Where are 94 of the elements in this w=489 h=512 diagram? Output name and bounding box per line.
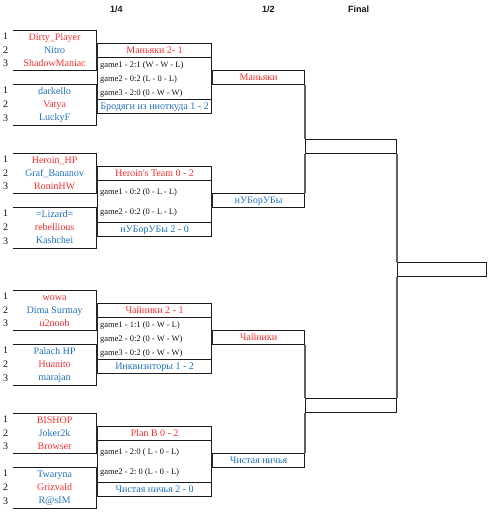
player-name: =Lizard= xyxy=(36,208,74,221)
player-name: Huanito xyxy=(38,358,71,371)
player-name: Heroin_HP xyxy=(32,154,78,166)
team-roster-box xyxy=(13,153,97,194)
player-name: Kashchei xyxy=(36,235,74,248)
seed-number: 2 xyxy=(3,482,8,494)
match-result-cell: Heroin's Team 0 - 2 xyxy=(97,166,212,181)
seed-number: 3 xyxy=(3,113,8,125)
game-score-line: game2 - 0:2 (L - 0 - L) xyxy=(100,72,177,84)
seed-number: 2 xyxy=(3,428,8,440)
seed-number: 3 xyxy=(3,441,8,454)
player-name: ShadowManiac xyxy=(23,58,86,70)
seed-number: 1 xyxy=(3,345,8,357)
bracket-line xyxy=(304,413,306,453)
bracket-line xyxy=(396,277,398,398)
match-result-cell: Чайники 2 - 1 xyxy=(97,303,212,318)
match-result-cell: Plan B 0 - 2 xyxy=(97,426,212,441)
seed-number: 3 xyxy=(3,373,8,385)
player-name: RoninHW xyxy=(34,180,76,192)
round-header: Final xyxy=(348,4,370,14)
game-results-box xyxy=(97,317,212,360)
player-name: BISHOP xyxy=(36,414,72,426)
player-name: Browser xyxy=(38,440,72,452)
game-score-line: game2 - 2: 0 (L - 0 - L) xyxy=(100,466,179,478)
round-header: 1/2 xyxy=(262,4,275,14)
game-results-box xyxy=(97,440,212,483)
seed-number: 1 xyxy=(3,290,8,303)
seed-number: 3 xyxy=(3,496,8,508)
game-results-box xyxy=(97,180,212,223)
seed-number: 1 xyxy=(3,85,8,97)
bracket-line xyxy=(304,345,306,398)
game-results-box xyxy=(97,57,212,100)
player-name: Dirty_Player xyxy=(28,32,80,44)
round-header: 1/4 xyxy=(110,4,123,14)
team-roster-box xyxy=(13,344,97,386)
player-name: Nitro xyxy=(44,44,66,56)
match-result-cell: Чистая ничья 2 - 0 xyxy=(97,482,212,497)
semifinal-winner-cell: нУБорУБы xyxy=(212,193,305,208)
seed-number: 3 xyxy=(3,181,8,194)
player-name: Joker2k xyxy=(38,428,70,440)
seed-number: 1 xyxy=(3,30,8,43)
player-name: Vatya xyxy=(43,98,66,111)
bracket-line xyxy=(304,154,306,193)
team-roster-box xyxy=(13,207,97,249)
player-name: wowa xyxy=(42,292,66,304)
game-score-line: game2 - 0:2 (0 - L - L) xyxy=(100,206,177,218)
player-name: Grizvald xyxy=(37,482,72,494)
seed-number: 1 xyxy=(3,414,8,426)
semifinal-winner-cell: Чистая ничья xyxy=(212,453,305,468)
player-name: darkello xyxy=(38,86,71,98)
empty-bracket-slot xyxy=(305,398,397,413)
game-score-line: game3 - 0:2 (0 - W - W) xyxy=(100,346,182,358)
seed-number: 3 xyxy=(3,318,8,330)
player-name: Twaryna xyxy=(37,468,72,481)
seed-number: 3 xyxy=(3,58,8,70)
bracket-line xyxy=(396,154,398,262)
player-name: LuckyF xyxy=(38,112,70,124)
seed-number: 2 xyxy=(3,168,8,180)
game-score-line: game3 - 2:0 (0 - W - W) xyxy=(100,86,182,98)
seed-number: 3 xyxy=(3,236,8,248)
seed-number: 2 xyxy=(3,222,8,234)
player-name: Graf_Bananov xyxy=(25,168,84,180)
seed-number: 1 xyxy=(3,468,8,480)
team-roster-box xyxy=(13,84,97,126)
semifinal-winner-cell: Маньяки xyxy=(212,70,305,85)
team-roster-box xyxy=(13,30,97,71)
player-name: Palach HP xyxy=(34,346,76,358)
seed-number: 1 xyxy=(3,208,8,220)
game-score-line: game2 - 0:2 (0 - W - W) xyxy=(100,332,182,344)
seed-number: 2 xyxy=(3,99,8,111)
empty-bracket-slot xyxy=(305,139,397,154)
game-score-line: game1 - 2:1 (W - W - L) xyxy=(100,59,184,70)
player-name: rebellious xyxy=(34,222,74,234)
match-result-cell: Инквизиторы 1 - 2 xyxy=(97,359,212,374)
semifinal-winner-cell: Чайники xyxy=(212,330,305,345)
team-roster-box xyxy=(13,467,97,509)
team-roster-box xyxy=(13,413,97,454)
seed-number: 2 xyxy=(3,359,8,371)
seed-number: 2 xyxy=(3,44,8,56)
player-name: marajan xyxy=(38,372,71,384)
match-result-cell: Маньяки 2- 1 xyxy=(97,43,212,58)
game-score-line: game1 - 0:2 (0 - L - L) xyxy=(100,186,177,197)
game-score-line: game1 - 1:1 (0 - W - L) xyxy=(100,319,180,330)
player-name: R@sIM xyxy=(38,495,70,508)
game-score-line: game1 - 2:0 ( L - 0 - L) xyxy=(100,446,179,457)
bracket-line xyxy=(304,85,306,139)
seed-number: 1 xyxy=(3,154,8,166)
player-name: u2noob xyxy=(40,318,70,330)
seed-number: 2 xyxy=(3,304,8,316)
empty-bracket-slot xyxy=(397,262,487,277)
match-result-cell: нУБорУБы 2 - 0 xyxy=(97,222,212,237)
match-result-cell: Бродяги из ниоткуда 1 - 2 xyxy=(97,99,212,114)
player-name: Dima Surmay xyxy=(26,304,82,316)
team-roster-box xyxy=(13,290,97,331)
